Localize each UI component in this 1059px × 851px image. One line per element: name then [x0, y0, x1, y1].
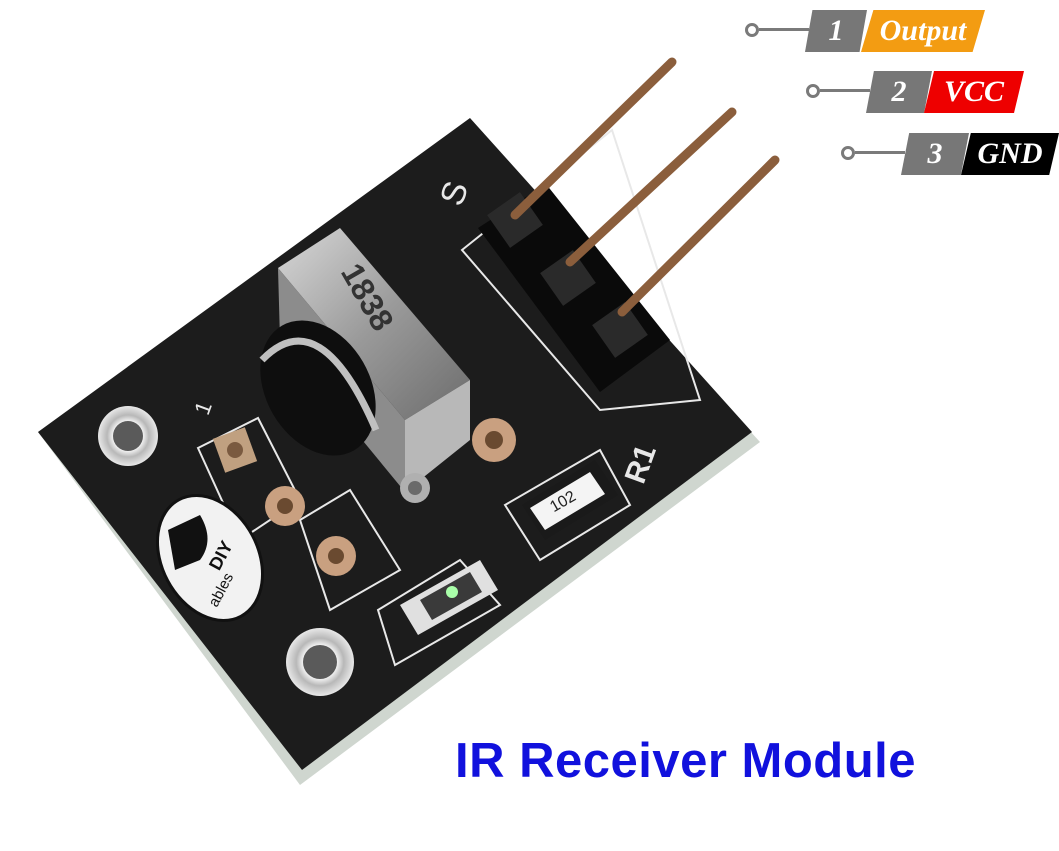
- pin-lead-wire: [855, 151, 905, 154]
- ir-sensor: [259, 228, 470, 503]
- diyables-logo: [155, 494, 265, 622]
- pin-number: 1: [805, 10, 867, 52]
- pin-label-1: 1 Output: [745, 10, 985, 54]
- pin-label-3: 3 GND: [841, 133, 1059, 177]
- pin-name: GND: [961, 133, 1059, 175]
- resistor-r1: [522, 460, 618, 540]
- smd-led: [400, 560, 498, 635]
- pin-lead-wire: [759, 28, 809, 31]
- pin-lead-dot: [841, 146, 855, 160]
- pin-lead-dot: [806, 84, 820, 98]
- pin-lead-wire: [820, 89, 870, 92]
- pin-header: [478, 184, 670, 392]
- pin-label-2: 2 VCC: [806, 71, 1024, 115]
- caption-title: IR Receiver Module: [455, 734, 917, 788]
- pin-lead-dot: [745, 23, 759, 37]
- header-pins: [510, 57, 780, 317]
- pin-name: Output: [861, 10, 985, 52]
- pin-number: 3: [901, 133, 969, 175]
- pin-name: VCC: [924, 71, 1024, 113]
- pin-number: 2: [866, 71, 932, 113]
